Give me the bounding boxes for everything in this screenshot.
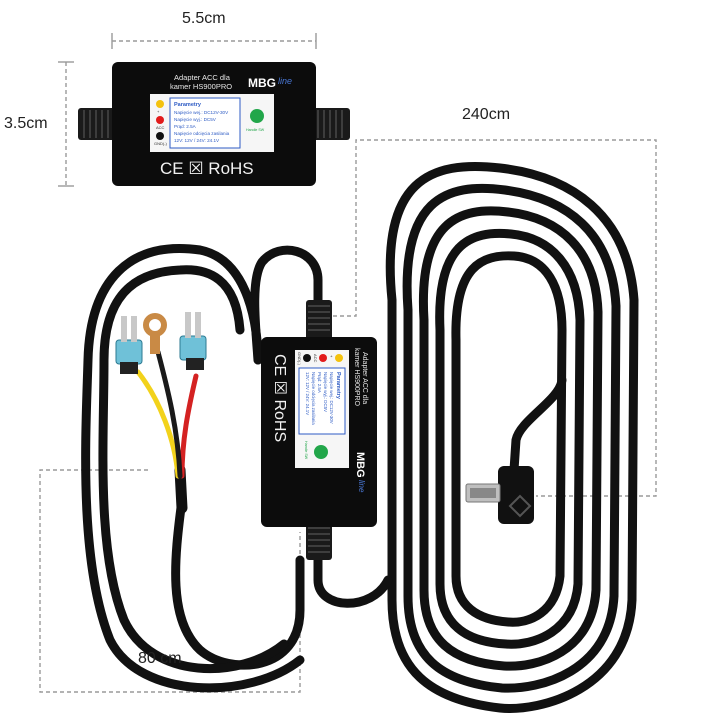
adapter-front-cert-marks: CE ☒ RoHS	[160, 159, 254, 178]
adapter-side-cert-marks: CE ☒ RoHS	[271, 354, 288, 442]
adapter-front-param-input: Napięcie wej.: DC12V-30V	[174, 110, 229, 115]
cable-left-inner	[98, 265, 289, 673]
adapter-side-param-current: Prąd: 2.5A	[317, 372, 322, 393]
cable-coil-outer	[385, 161, 639, 713]
adapter-side-led-green	[314, 445, 328, 459]
adapter-front-led-green	[250, 109, 264, 123]
cable-left-lower	[171, 495, 305, 670]
adapter-front-dot-red	[156, 116, 164, 124]
cable-to-plug	[509, 375, 567, 475]
adapter-side: Adapter ACC dla kamer HS900PRO MBG line …	[261, 300, 377, 560]
adapter-front-param-current: Prąd: 2.5A	[174, 124, 197, 129]
adapter-side-label-plus: +	[329, 355, 334, 358]
adapter-side-brand: MBG	[354, 452, 366, 478]
adapter-side-params-title: Parametry	[335, 372, 341, 400]
wire-red	[179, 373, 199, 479]
cable-long-dimension-label: 240cm	[462, 106, 511, 123]
adapter-front-label-plus: +	[157, 109, 160, 114]
adapter-side-brand-suffix: line	[357, 480, 366, 493]
height-dimension-label: 3.5cm	[4, 115, 48, 132]
coiled-cable	[385, 161, 639, 713]
adapter-side-dot-black	[303, 354, 311, 362]
adapter-front-dot-yellow	[156, 100, 164, 108]
fuse-tap-left	[115, 316, 143, 374]
adapter-side-label-switch: Handle SW	[304, 441, 308, 460]
adapter-side-dot-yellow	[335, 354, 343, 362]
adapter-front-title-1: Adapter ACC dla	[174, 73, 231, 82]
ring-terminal	[143, 313, 167, 354]
adapter-front-strain-left	[78, 108, 116, 140]
adapter-side-title-2: kamer HS900PRO	[353, 348, 360, 407]
wire-black	[155, 349, 183, 479]
mini-usb-plug	[465, 466, 534, 524]
adapter-side-label-gnd: GND(-)	[297, 352, 302, 366]
adapter-front-brand: MBG	[248, 76, 276, 90]
adapter-front-param-cutoff: Napięcie odcięcia zasilania	[174, 131, 230, 136]
adapter-side-title-1: Adapter ACC dla	[361, 352, 368, 404]
width-dimension-label: 5.5cm	[182, 10, 226, 27]
adapter-front-label-switch: Handle SW	[246, 128, 265, 132]
adapter-front-strain-right	[312, 108, 350, 140]
adapter-side-params-box	[298, 367, 346, 435]
cable-coil-3	[418, 206, 603, 671]
adapter-front-param-output: Napięcie wyj.: DC5V	[174, 117, 217, 122]
power-wires	[135, 349, 199, 479]
adapter-front-label-gnd: GND(-)	[154, 141, 168, 146]
adapter-front-params-box	[169, 97, 241, 149]
cable-short-dimension-label: 80 cm	[138, 650, 182, 667]
adapter-side-param-input: Napięcie wej.: DC12V-30V	[329, 372, 334, 424]
left-cable-loop	[81, 244, 305, 693]
adapter-side-param-cutoff-values: 12V: 12V / 24V: 24.1V	[305, 372, 310, 415]
fuse-tap-right	[179, 312, 207, 370]
adapter-front-title-2: kamer HS900PRO	[170, 82, 232, 91]
adapter-side-label-acc: ACC	[313, 354, 318, 363]
adapter-side-param-cutoff: Napięcie odcięcia zasilania	[311, 372, 316, 425]
adapter-front-brand-suffix: line	[278, 76, 292, 86]
cable-coil-4	[435, 228, 585, 649]
adapter-front: Adapter ACC dla kamer HS900PRO MBG line …	[78, 62, 350, 186]
adapter-front-dot-black	[156, 132, 164, 140]
adapter-front-param-cutoff-values: 12V: 12V / 24V: 24.1V	[174, 138, 220, 143]
cable-adapter-down	[313, 555, 393, 608]
adapter-side-param-output: Napięcie wyj.: DC5V	[323, 372, 328, 412]
cable-short-dimension-line	[39, 469, 301, 693]
cable-left-outer	[81, 244, 305, 693]
adapter-front-params-title: Parametry	[174, 102, 202, 108]
adapter-side-dot-red	[319, 354, 327, 362]
adapter-front-label-acc: ACC	[156, 125, 165, 130]
wire-yellow	[135, 369, 181, 479]
cable-coil-inner	[451, 251, 567, 627]
cable-coil-2	[402, 183, 621, 693]
